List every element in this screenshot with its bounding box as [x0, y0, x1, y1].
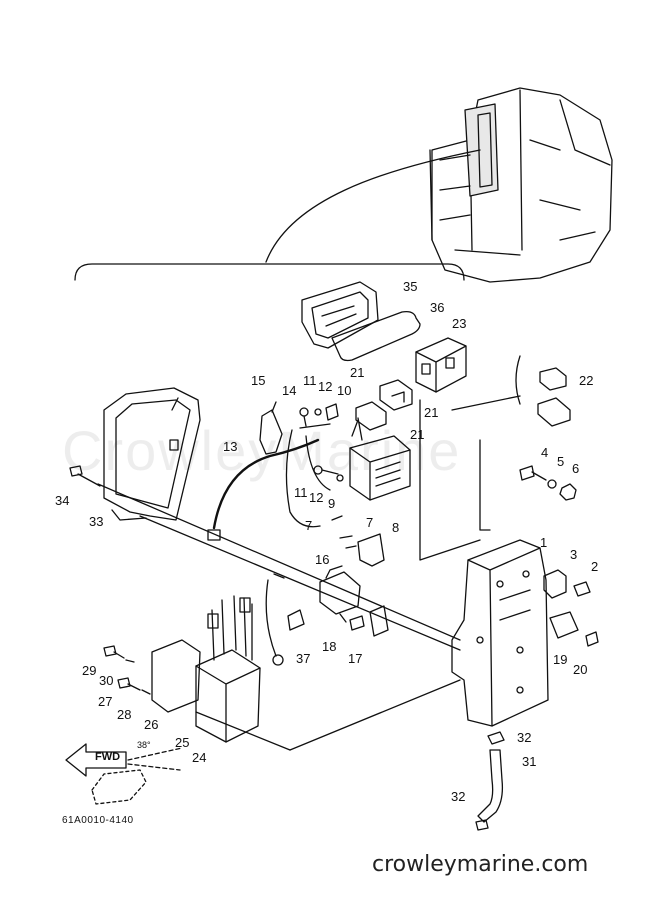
part-plate-8: [357, 533, 385, 567]
callout-10: 10: [337, 383, 352, 398]
callout-21b: 21: [424, 405, 439, 420]
part-cover: [301, 281, 379, 349]
part-clamp: [549, 611, 579, 639]
assembly-line: [289, 679, 461, 751]
callout-18: 18: [322, 639, 337, 654]
cable-end: [207, 529, 221, 541]
assembly-line: [195, 711, 291, 751]
part-clamp-32: [475, 731, 505, 831]
part-coil: [319, 565, 361, 623]
part-screw-18: [349, 615, 365, 631]
callout-29: 29: [82, 663, 97, 678]
callout-6: 6: [572, 461, 580, 476]
callout-12b: 12: [309, 490, 324, 505]
part-rectifier: [415, 337, 467, 393]
callout-7a: 7: [305, 518, 313, 533]
part-cover-left: [103, 387, 201, 521]
callout-11a: 11: [303, 373, 317, 388]
part-clip-17: [369, 605, 389, 637]
website-link[interactable]: crowleymarine.com: [372, 852, 589, 877]
assembly-line: [419, 399, 481, 561]
callout-21a: 21: [350, 365, 365, 380]
callout-3: 3: [570, 547, 578, 562]
assembly-line: [479, 439, 491, 531]
callout-23: 23: [452, 316, 467, 331]
callout-30: 30: [99, 673, 114, 688]
part-bolt-4: [519, 465, 547, 481]
part-nut: [559, 483, 577, 501]
callout-7b: 7: [366, 515, 374, 530]
group-bracket: [74, 263, 465, 281]
fwd-label: FWD: [95, 751, 121, 763]
callout-11b: 11: [294, 485, 308, 500]
engine-overview: [429, 87, 613, 283]
callout-32b: 32: [451, 789, 466, 804]
part-washer: [547, 479, 557, 489]
drawing-code: 61A0010-4140: [62, 815, 134, 826]
callout-34: 34: [55, 493, 70, 508]
part-hose: [477, 749, 504, 823]
callout-21c: 21: [410, 427, 425, 442]
callout-25: 25: [175, 735, 190, 750]
callout-17: 17: [348, 651, 363, 666]
callout-35: 35: [403, 279, 418, 294]
callout-37: 37: [296, 651, 311, 666]
callout-20: 20: [573, 662, 588, 677]
assembly-line: [97, 483, 461, 641]
fwd-ghost: [91, 769, 147, 805]
part-gasket: [331, 310, 421, 362]
part-bolt-2: [573, 581, 591, 597]
callout-14: 14: [282, 383, 297, 398]
callout-1: 1: [540, 535, 548, 550]
callout-26: 26: [144, 717, 159, 732]
part-cap: [259, 401, 283, 455]
callout-24: 24: [192, 750, 207, 765]
callout-9: 9: [328, 496, 336, 511]
angle-label: 38°: [137, 740, 151, 750]
fwd-arrow: [65, 743, 127, 777]
part-plate-26: [151, 639, 201, 713]
callout-4: 4: [541, 445, 549, 460]
callout-19: 19: [553, 652, 568, 667]
part-regulator: [349, 417, 411, 501]
callout-15: 15: [251, 373, 266, 388]
callout-16: 16: [315, 552, 330, 567]
callout-33: 33: [89, 514, 104, 529]
screws-7: [331, 515, 357, 549]
part-connectors: [355, 379, 413, 431]
part-grommet: [543, 569, 567, 599]
part-lead: [265, 573, 285, 657]
callout-22: 22: [579, 373, 594, 388]
part-cdi: [195, 595, 261, 743]
lead-terminal: [272, 654, 284, 666]
callout-8: 8: [392, 520, 400, 535]
callout-5: 5: [557, 454, 565, 469]
leader-line: [265, 149, 481, 263]
part-clips: [451, 355, 571, 427]
part-cable: [212, 438, 320, 530]
angle-lines: [127, 747, 183, 771]
callout-27: 27: [98, 694, 113, 709]
part-bolt-20: [585, 631, 599, 647]
callout-36: 36: [430, 300, 445, 315]
wire-harness: [285, 423, 331, 528]
small-fasteners: [299, 403, 344, 482]
part-bracket: [451, 539, 549, 727]
callout-13: 13: [223, 439, 238, 454]
callout-31: 31: [522, 754, 537, 769]
callout-32a: 32: [517, 730, 532, 745]
callout-28: 28: [117, 707, 132, 722]
callout-12a: 12: [318, 379, 333, 394]
bolt-34: [69, 465, 101, 487]
assembly-line: [139, 515, 461, 651]
fasteners-27-30: [103, 645, 151, 695]
small-terminal: [287, 609, 305, 631]
callout-2: 2: [591, 559, 599, 574]
